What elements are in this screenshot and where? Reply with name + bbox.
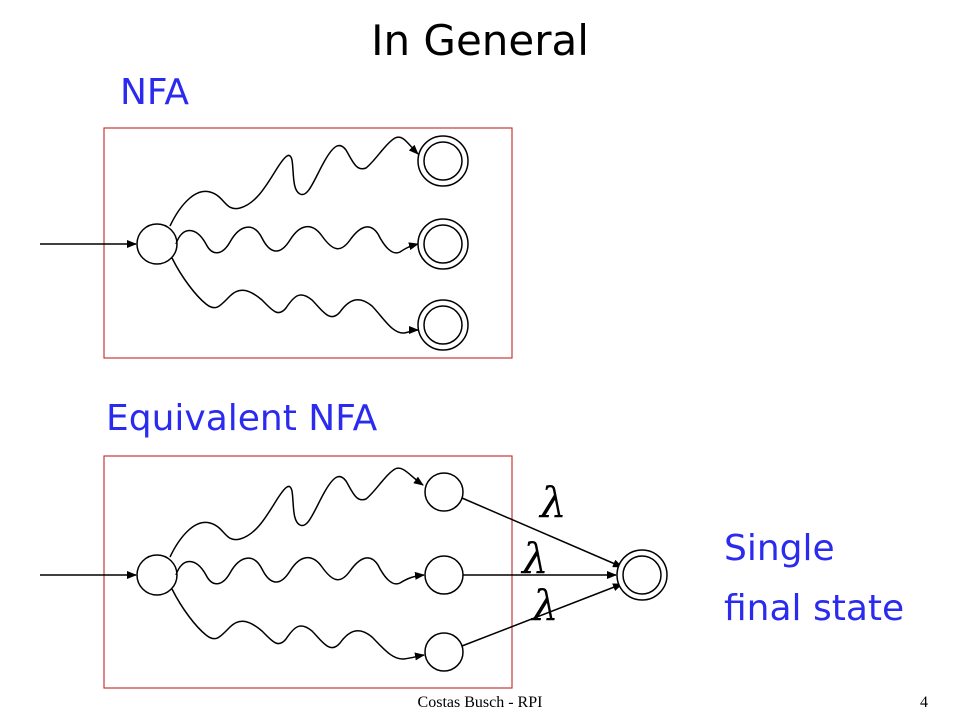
wavy-path-top — [169, 136, 419, 227]
lambda-transition-1 — [461, 497, 623, 568]
former-final-state-3 — [424, 632, 464, 672]
wavy-path-top-equivalent — [169, 467, 424, 558]
single-final-state-label-line1: Single — [724, 528, 835, 569]
wavy-path-middle-equivalent — [175, 557, 425, 585]
equivalent-nfa-box — [103, 455, 513, 689]
lambda-label-3: λ — [530, 581, 559, 630]
nfa-label: NFA — [120, 72, 189, 113]
nfa-box — [103, 127, 513, 359]
slide-title: In General — [371, 16, 589, 65]
wavy-path-bottom-equivalent — [171, 588, 425, 661]
former-final-state-1 — [424, 472, 464, 512]
page-number: 4 — [920, 694, 928, 711]
single-final-state — [616, 549, 668, 601]
footer-author: Costas Busch - RPI — [417, 694, 543, 711]
former-final-state-2 — [424, 555, 464, 595]
lambda-label-1: λ — [538, 478, 567, 527]
final-state-2 — [417, 218, 469, 270]
single-final-state-label-line2: final state — [724, 588, 905, 629]
lambda-transition-3 — [461, 583, 623, 647]
final-state-1 — [417, 135, 469, 187]
initial-state-equivalent — [136, 554, 178, 596]
lambda-label-2: λ — [520, 534, 549, 583]
wavy-path-middle — [175, 226, 419, 254]
wavy-path-bottom — [171, 257, 419, 335]
initial-state — [136, 223, 178, 265]
equivalent-nfa-label: Equivalent NFA — [106, 398, 378, 439]
final-state-3 — [417, 299, 469, 351]
